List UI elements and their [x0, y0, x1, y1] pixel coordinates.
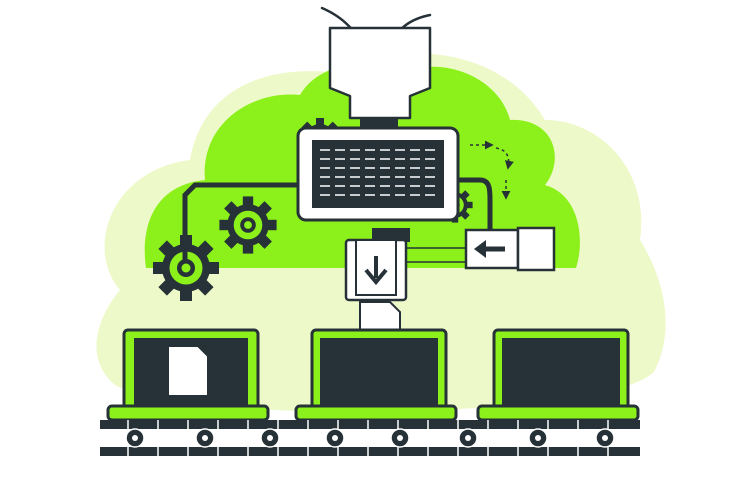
printer-box: [344, 228, 410, 302]
conveyor-belt: [100, 420, 640, 456]
flow-arrows-icon: [470, 140, 514, 200]
connector-pipe: [182, 177, 493, 260]
funnel-hopper: [328, 26, 432, 120]
screen-document-icon: [167, 345, 209, 397]
control-lines: [406, 247, 468, 263]
processor-box: [296, 118, 460, 222]
arrow-icon: [464, 226, 556, 272]
